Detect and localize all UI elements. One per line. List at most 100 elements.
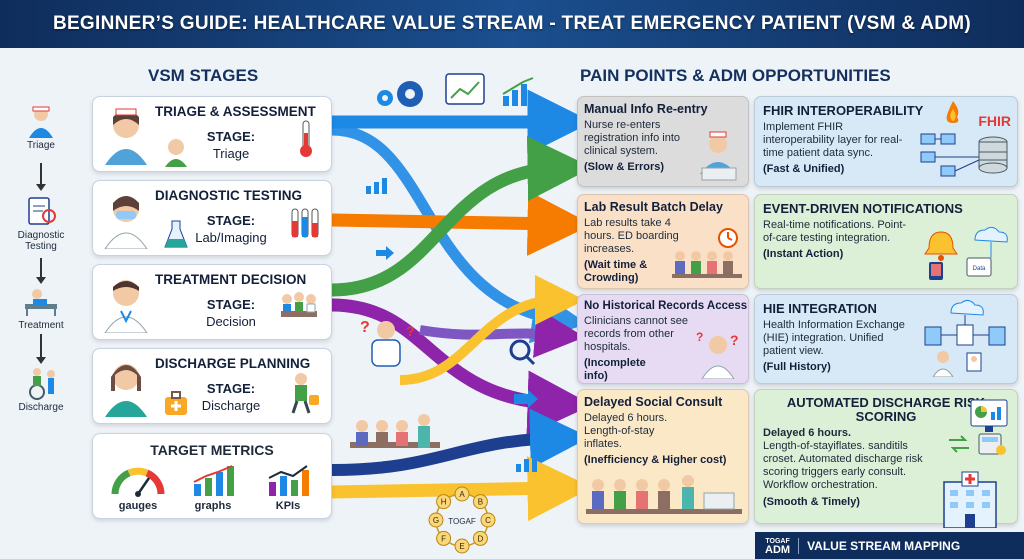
svg-text:?: ? (360, 319, 370, 336)
pain-card-lab-batch-delay: Lab Result Batch Delay Lab results take … (577, 194, 749, 289)
doctor-icon (104, 280, 148, 333)
svg-text:H: H (441, 498, 447, 507)
svg-text:E: E (459, 542, 464, 551)
togaf-phase-h: H (436, 494, 452, 510)
hospital-building-icon (943, 471, 997, 528)
adm-lead: Delayed 6 hours. (763, 427, 852, 439)
adm-card-event-notifications: EVENT-DRIVEN NOTIFICATIONS Real-time not… (754, 194, 1018, 289)
nurse-icon (105, 108, 147, 165)
flask-icon (164, 220, 188, 248)
pain-title: No Historical Records Access (584, 300, 748, 312)
svg-text:?: ? (696, 330, 703, 344)
pain-desc: Nurse re-enters registration info into c… (584, 119, 680, 157)
arrow-yellow-up (399, 275, 585, 385)
pain-tag: (Inefficiency & Higher cost) (584, 454, 727, 466)
technician-icon (104, 196, 148, 249)
team-meeting-icon (281, 292, 317, 317)
flow-arrow (36, 163, 46, 191)
consult-waiting-icon (586, 475, 742, 514)
footer-text: VALUE STREAM MAPPING (807, 538, 961, 553)
pain-title: Lab Result Batch Delay (584, 200, 723, 214)
togaf-phase-b: B (472, 494, 488, 510)
waiting-patients-illustration (350, 414, 440, 448)
thermometer-icon (300, 120, 312, 157)
flow-arrow (36, 258, 46, 284)
footer-bar: TOGAF ADM VALUE STREAM MAPPING (755, 532, 1024, 559)
pain-title: Delayed Social Consult (584, 395, 723, 409)
patient-icon (165, 139, 187, 167)
notification-cloud-icon: Data (924, 226, 1008, 280)
arrow-icon (514, 390, 538, 408)
hospital-bed-icon (25, 289, 57, 316)
adm-desc: Implement FHIR interoperability layer fo… (763, 121, 903, 159)
nurse-typing-icon (700, 131, 737, 181)
stage-value: Lab/Imaging (195, 230, 267, 245)
togaf-cycle-label: TOGAF (448, 517, 476, 526)
pain-desc: Clinicians cannot see records from other… (584, 315, 688, 353)
arrow-navy (331, 408, 590, 476)
flow-step-treatment: Treatment (10, 284, 72, 331)
flow-label: Discharge (18, 402, 64, 413)
line-chart-icon (445, 73, 485, 105)
bar-chart-icon (516, 454, 537, 472)
flow-arrow (36, 334, 46, 364)
svg-text:F: F (441, 534, 446, 543)
flame-icon (946, 101, 959, 123)
svg-text:?: ? (730, 332, 739, 348)
adm-desc: Health Information Exchange (HIE) integr… (763, 319, 905, 357)
title-bar: BEGINNER’S GUIDE: HEALTHCARE VALUE STREA… (0, 0, 1024, 48)
pain-title: Manual Info Re-entry (584, 102, 708, 116)
svg-text:D: D (478, 534, 484, 543)
gauge-icon (111, 467, 165, 497)
pain-tag: (Slow & Errors) (584, 161, 665, 173)
vsm-heading: VSM STAGES (148, 66, 259, 85)
gear-icon (377, 90, 393, 106)
flow-label: Diagnostic Testing (17, 230, 65, 252)
sync-arrows-icon (949, 435, 969, 453)
pain-desc: Delayed 6 hours. Length-of-stay inflates… (584, 412, 668, 450)
confused-doctor-icon: ?? (696, 330, 739, 379)
doctor-question-illustration: ? ? (360, 319, 415, 367)
data-network-icon (920, 133, 1008, 177)
adm-tag: (Fast & Unified) (763, 163, 845, 175)
stage-label: STAGE: (206, 129, 256, 144)
wheelchair-icon (29, 368, 55, 400)
stage-value: Decision (206, 314, 256, 329)
stage-card-treatment: TREATMENT DECISION STAGE: Decision (92, 264, 332, 340)
stage-title: TRIAGE & ASSESSMENT (155, 104, 316, 119)
chevron-right-icon (376, 246, 394, 260)
stage-card-triage: TRIAGE & ASSESSMENT STAGE: Triage (92, 96, 332, 172)
togaf-phase-g: G (428, 512, 444, 528)
bar-chart-icon (366, 178, 387, 194)
svg-text:G: G (433, 516, 439, 525)
metric-graphs: graphs (178, 464, 248, 512)
adm-title: AUTOMATED DISCHARGE RISK SCORING (786, 395, 986, 424)
flow-label: Triage (27, 140, 55, 151)
dashboard-icon (970, 399, 1008, 432)
clipboard-icon (28, 197, 56, 225)
adm-card-fhir: FHIR INTEROPERABILITY Implement FHIR int… (754, 96, 1018, 187)
stage-title: TREATMENT DECISION (155, 272, 307, 287)
fhir-badge: FHIR (978, 113, 1011, 129)
bar-chart-icon (502, 77, 534, 106)
adm-tag: (Instant Action) (763, 248, 844, 260)
arrow-yellow-bottom (331, 456, 593, 522)
walking-patient-icon (291, 373, 319, 414)
flow-step-triage: Triage (10, 104, 72, 151)
calculator-icon (978, 433, 1006, 455)
data-badge: Data (973, 266, 986, 272)
stage-card-discharge: DISCHARGE PLANNING STAGE: Discharge (92, 348, 332, 424)
adm-card-discharge-risk-scoring: AUTOMATED DISCHARGE RISK SCORING Delayed… (754, 389, 1018, 524)
metrics-title: TARGET METRICS (150, 442, 274, 458)
togaf-phase-c: C (480, 512, 496, 528)
stage-title: DIAGNOSTIC TESTING (155, 188, 303, 203)
pain-heading: PAIN POINTS & ADM OPPORTUNITIES (580, 66, 891, 85)
stage-value: Discharge (201, 398, 261, 413)
coordinator-icon (105, 364, 147, 417)
togaf-adm-logo: TOGAF ADM (765, 537, 800, 555)
adm-desc: Real-time notifications. Point-of-care t… (763, 219, 907, 244)
adm-tag: (Smooth & Timely) (763, 496, 860, 508)
adm-desc: Length-of-stayiflates. sanditils croset.… (763, 440, 923, 491)
adm-title: FHIR INTEROPERABILITY (763, 103, 924, 118)
